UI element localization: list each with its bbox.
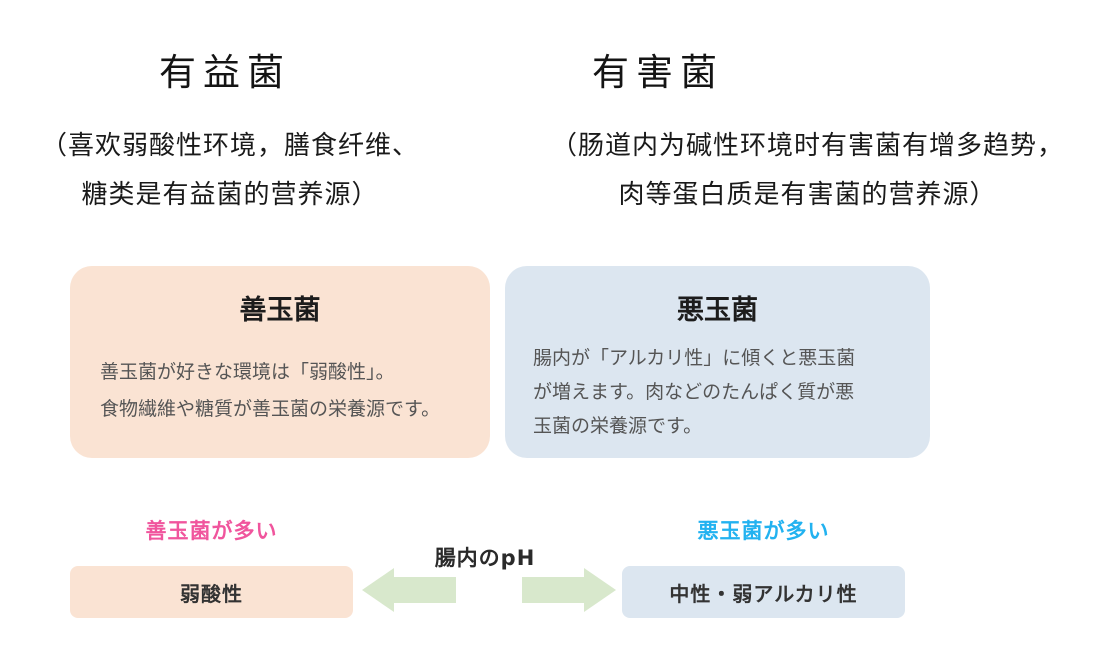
arrow-left-icon [362, 568, 456, 612]
neutral-weak-alkali-box: 中性・弱アルカリ性 [622, 566, 905, 618]
beneficial-bacteria-description: （喜欢弱酸性环境，膳食纤维、 糖类是有益菌的营养源） [40, 131, 419, 210]
arrow-right-body [522, 577, 584, 603]
good-bacteria-abundant-label: 善玉菌が多い [145, 519, 278, 543]
harmful-bacteria-description: （肠道内为碱性环境时有害菌有增多趋势， 肉等蛋白质是有害菌的营养源） [550, 131, 1064, 210]
arrow-left-body [394, 577, 456, 603]
weak-acid-box: 弱酸性 [70, 566, 353, 618]
arrow-left-head [362, 568, 394, 612]
arrow-right-head [584, 568, 616, 612]
intestinal-ph-label: 腸内のpH [434, 546, 536, 570]
good-bacteria-card-body: 善玉菌が好きな環境は「弱酸性」。 食物繊維や糖質が善玉菌の栄養源です。 [100, 361, 441, 420]
bad-bacteria-card-body: 腸内が「アルカリ性」に傾くと悪玉菌 が増えます。肉などのたんぱく質が悪 玉菌の栄… [533, 347, 856, 437]
bad-bacteria-card: 悪玉菌 腸内が「アルカリ性」に傾くと悪玉菌 が増えます。肉などのたんぱく質が悪 … [505, 266, 930, 458]
arrow-right-icon [522, 568, 616, 612]
bad-bacteria-card-title: 悪玉菌 [677, 295, 758, 326]
good-bacteria-card: 善玉菌 善玉菌が好きな環境は「弱酸性」。 食物繊維や糖質が善玉菌の栄養源です。 [70, 266, 490, 458]
beneficial-bacteria-heading: 有益菌 [159, 51, 291, 94]
harmful-bacteria-heading: 有害菌 [592, 51, 724, 94]
bad-bacteria-abundant-label: 悪玉菌が多い [697, 519, 830, 543]
good-bacteria-card-title: 善玉菌 [239, 295, 321, 326]
